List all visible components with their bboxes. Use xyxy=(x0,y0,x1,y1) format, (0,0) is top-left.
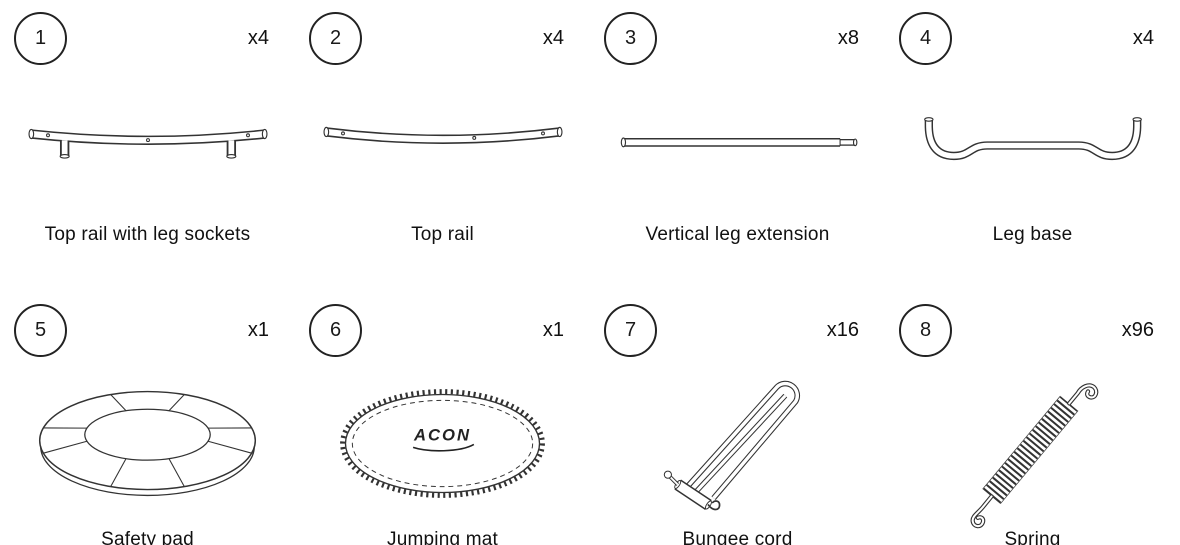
part-quantity: x1 xyxy=(542,318,564,341)
part-name: Safety pad xyxy=(101,529,194,545)
vertical-leg-extension-drawing xyxy=(620,136,857,147)
part-number-badge: 6 xyxy=(309,303,362,357)
part-quantity: x4 xyxy=(542,26,564,49)
bungee-cord-drawing xyxy=(663,380,801,511)
safety-pad-drawing xyxy=(38,390,257,497)
part-number-badge: 1 xyxy=(14,11,67,65)
part-number: 4 xyxy=(919,26,932,49)
part-quantity: x8 xyxy=(837,26,859,49)
part-header: 5 x1 xyxy=(0,272,295,358)
part-number: 7 xyxy=(624,318,637,341)
part-cell: 1 x4 xyxy=(0,0,295,272)
part-quantity: x4 xyxy=(1132,26,1154,49)
part-header: 1 x4 xyxy=(0,0,295,66)
part-cell: 5 x1 xyxy=(0,272,295,545)
part-header: 2 x4 xyxy=(295,0,590,66)
part-name: Vertical leg extension xyxy=(645,224,830,245)
part-illustration xyxy=(885,358,1180,529)
part-quantity: x4 xyxy=(247,26,269,49)
part-illustration xyxy=(0,66,295,224)
parts-row-2: 5 x1 xyxy=(0,272,1180,545)
part-header: 4 x4 xyxy=(885,0,1180,66)
part-name: Jumping mat xyxy=(387,529,498,545)
part-cell: 4 x4 Leg base xyxy=(885,0,1180,272)
part-illustration xyxy=(885,66,1180,224)
top-rail-drawing xyxy=(322,126,563,144)
part-illustration xyxy=(295,66,590,224)
part-illustration: ACON xyxy=(295,358,590,529)
part-name: Leg base xyxy=(992,224,1073,245)
spring-drawing xyxy=(970,383,1099,529)
acon-logo: ACON xyxy=(413,426,471,445)
part-number: 8 xyxy=(919,318,932,341)
part-name: Top rail xyxy=(411,224,474,245)
jumping-mat-drawing: ACON xyxy=(340,389,545,498)
part-number: 1 xyxy=(34,26,47,49)
part-name: Spring xyxy=(1004,529,1061,545)
part-number: 6 xyxy=(329,318,342,341)
part-cell: 8 x96 xyxy=(885,272,1180,545)
parts-row-1: 1 x4 xyxy=(0,0,1180,272)
part-header: 8 x96 xyxy=(885,272,1180,358)
part-cell: 3 x8 xyxy=(590,0,885,272)
leg-base-drawing xyxy=(923,116,1142,160)
part-header: 3 x8 xyxy=(590,0,885,66)
part-illustration xyxy=(590,66,885,224)
part-illustration xyxy=(0,358,295,529)
part-number-badge: 2 xyxy=(309,11,362,65)
part-number: 2 xyxy=(329,26,342,49)
part-quantity: x16 xyxy=(826,318,859,341)
part-quantity: x96 xyxy=(1121,318,1154,341)
part-number: 3 xyxy=(624,26,637,49)
part-number-badge: 5 xyxy=(14,303,67,357)
part-cell: 2 x4 To xyxy=(295,0,590,272)
part-quantity: x1 xyxy=(247,318,269,341)
part-header: 7 x16 xyxy=(590,272,885,358)
part-name: Bungee cord xyxy=(682,529,793,545)
acon-logo-swoosh xyxy=(412,443,475,452)
part-cell: 7 x16 xyxy=(590,272,885,545)
part-header: 6 x1 xyxy=(295,272,590,358)
part-number-badge: 3 xyxy=(604,11,657,65)
part-illustration xyxy=(590,358,885,529)
part-number-badge: 8 xyxy=(899,303,952,357)
part-number-badge: 4 xyxy=(899,11,952,65)
top-rail-with-leg-sockets-drawing xyxy=(27,128,268,159)
part-number: 5 xyxy=(34,318,47,341)
part-name: Top rail with leg sockets xyxy=(44,224,251,245)
part-number-badge: 7 xyxy=(604,303,657,357)
part-cell: 6 x1 ACON Jumping mat xyxy=(295,272,590,545)
